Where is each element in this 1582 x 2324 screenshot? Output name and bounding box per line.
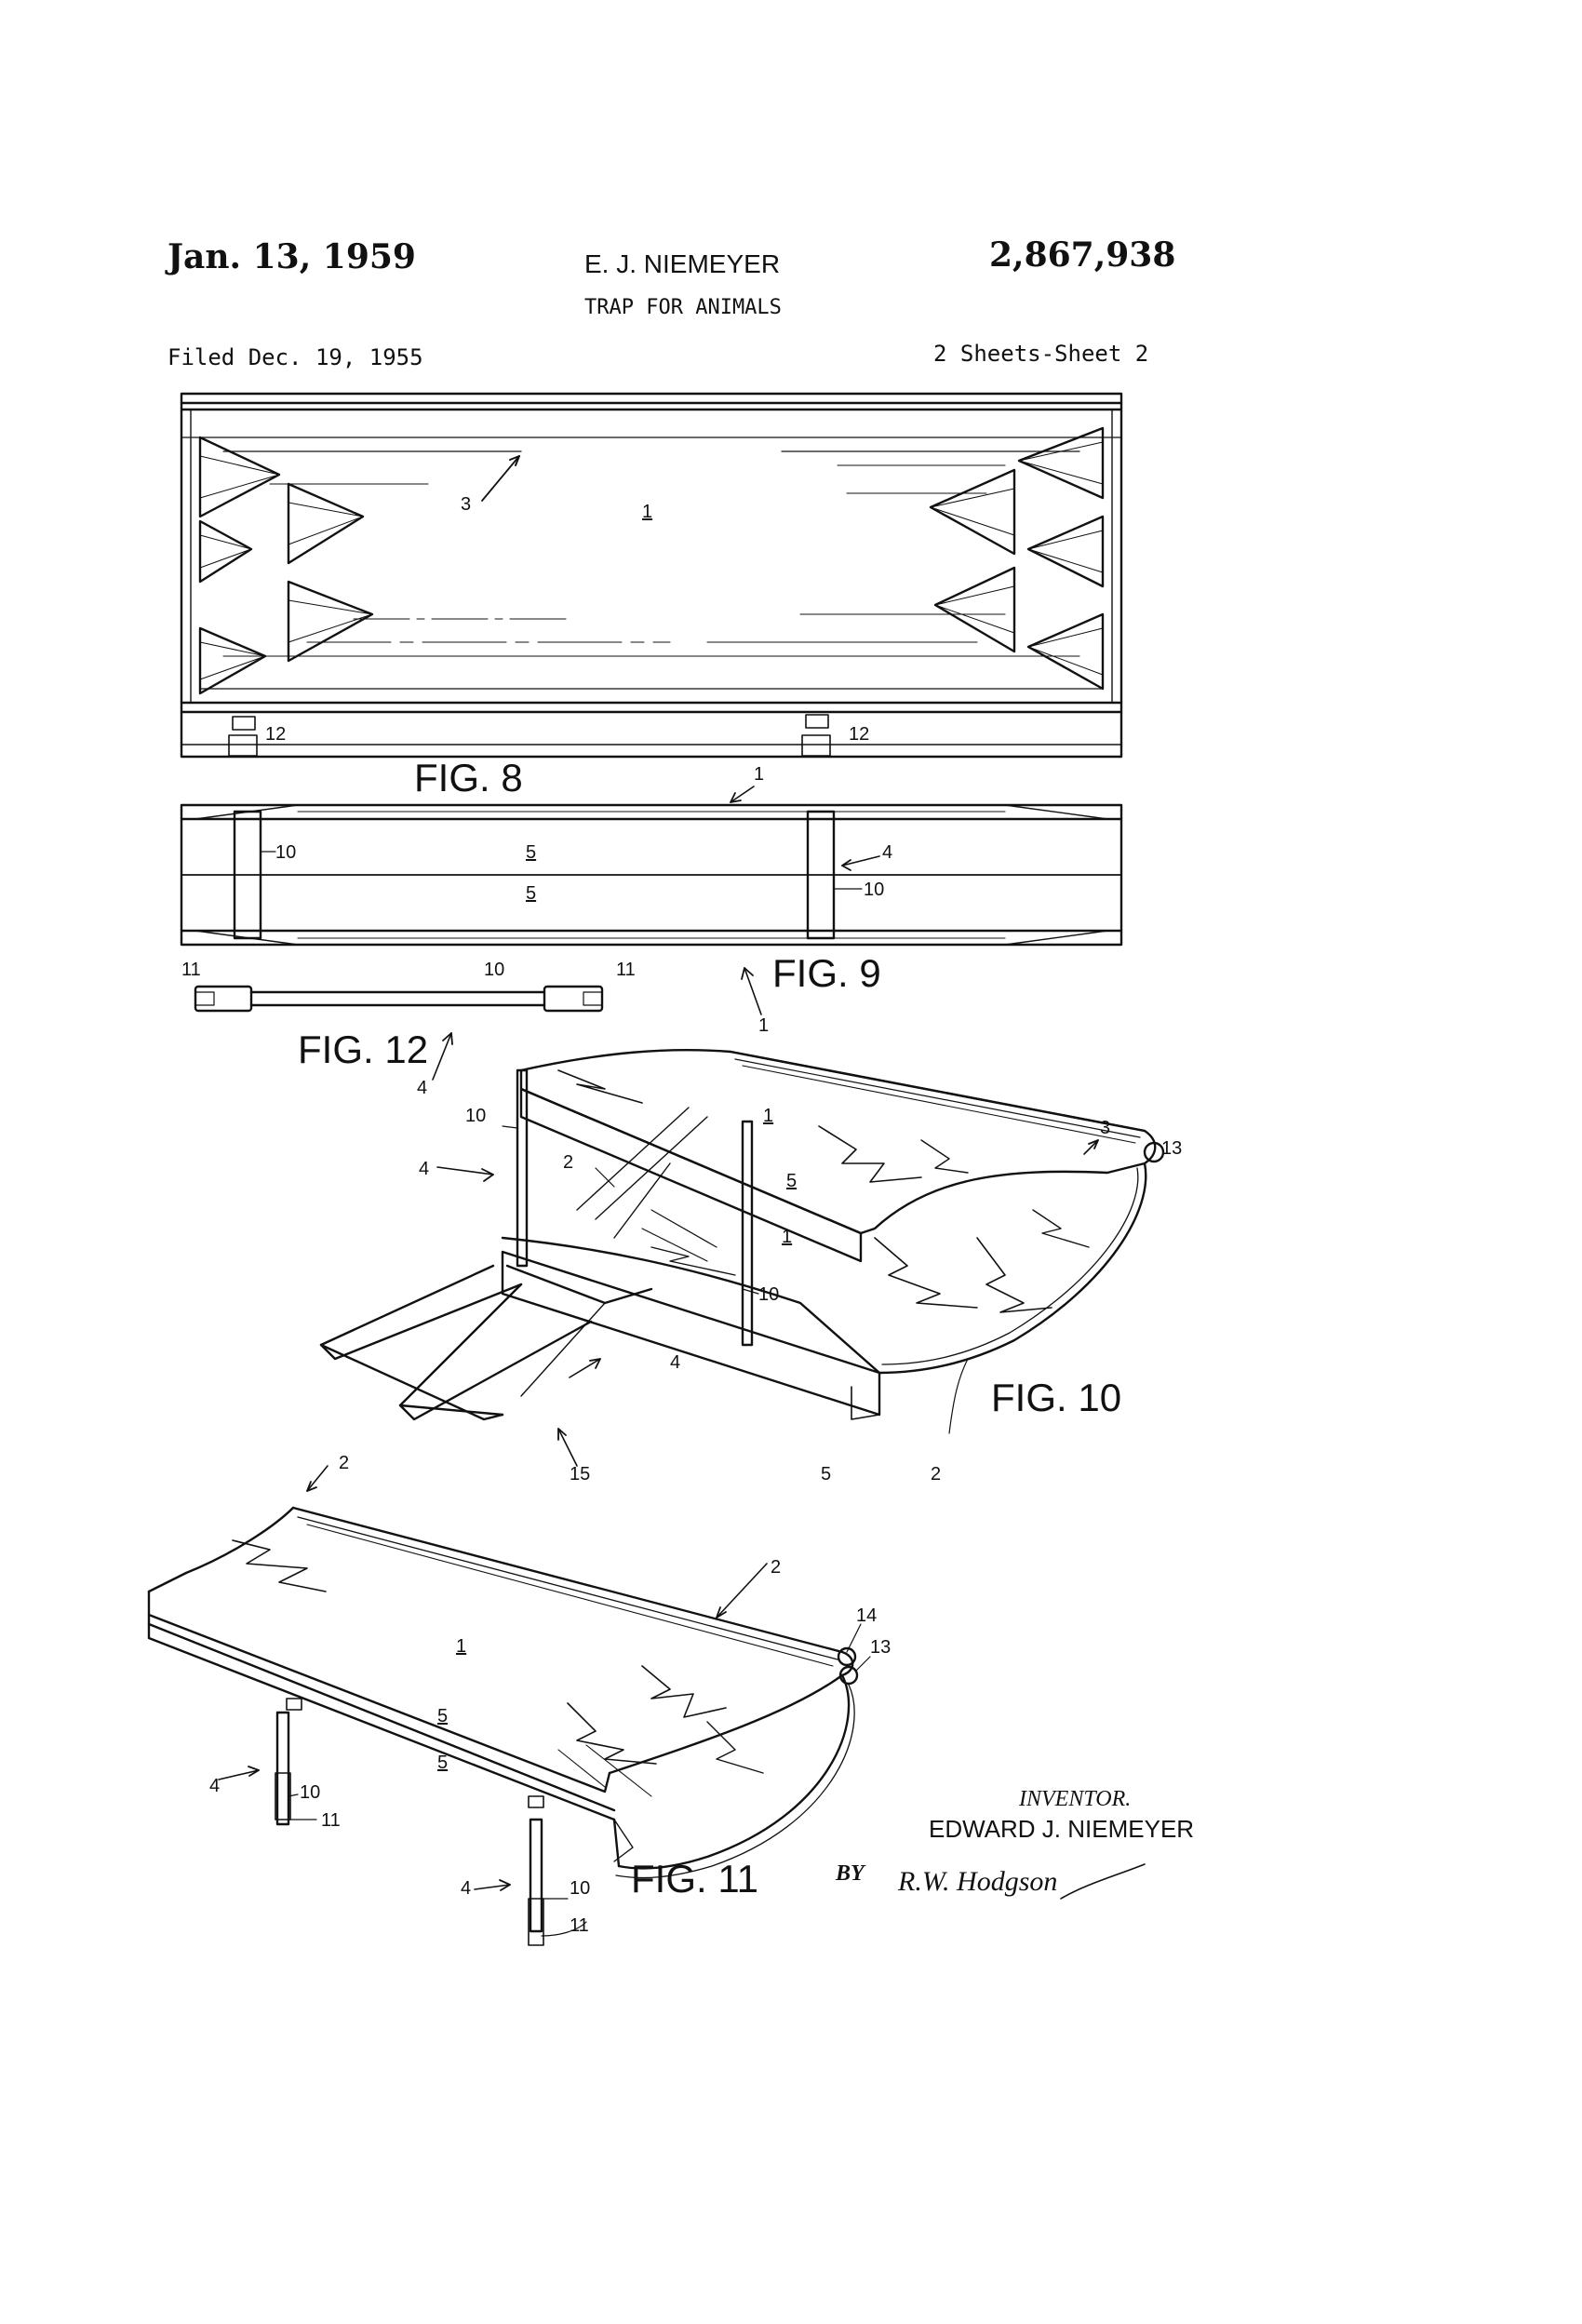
ref-10-fig9-left: 10 — [275, 842, 296, 863]
ref-11-fig12-left: 11 — [181, 960, 201, 980]
ref-10-fig10-bottom: 10 — [758, 1284, 779, 1305]
ref-4-fig11-left: 4 — [209, 1776, 220, 1796]
by-label: BY — [836, 1861, 865, 1886]
sheet-count: 2 Sheets-Sheet 2 — [933, 341, 1149, 367]
ref-1-fig10-upper: 1 — [763, 1106, 773, 1126]
ref-12-right: 12 — [849, 724, 869, 745]
ref-5-fig9-upper: 5 — [526, 842, 536, 863]
ref-11-fig11-left: 11 — [321, 1810, 341, 1831]
ref-10-fig12: 10 — [484, 960, 504, 980]
patent-number: 2,867,938 — [989, 235, 1176, 275]
patent-date: Jan. 13, 1959 — [168, 237, 416, 276]
ref-15: 15 — [570, 1464, 590, 1484]
figure-9-drawing — [180, 786, 1123, 947]
ref-14: 14 — [856, 1605, 877, 1626]
ref-5-fig11-upper: 5 — [437, 1706, 448, 1726]
ref-5-fig10-upper: 5 — [786, 1171, 797, 1191]
ref-4-fig11-bottom: 4 — [461, 1878, 471, 1899]
ref-10-fig10-top: 10 — [465, 1106, 486, 1126]
attorney-signature: R.W. Hodgson — [898, 1866, 1058, 1897]
ref-3-fig10: 3 — [1100, 1118, 1110, 1138]
ref-11-fig12-right: 11 — [616, 960, 636, 980]
ref-2-fig11-right: 2 — [771, 1557, 781, 1578]
ref-1-fig8: 1 — [642, 502, 652, 522]
ref-4-fig10-left: 4 — [419, 1159, 429, 1179]
ref-1-fig11: 1 — [456, 1636, 466, 1657]
fig-9-label: FIG. 9 — [772, 951, 881, 995]
patent-title: TRAP FOR ANIMALS — [584, 296, 782, 319]
ref-5-fig10-lower: 5 — [821, 1464, 831, 1484]
ref-12-left: 12 — [265, 724, 286, 745]
ref-2-fig10-bottom: 2 — [931, 1464, 941, 1484]
filed-date: Filed Dec. 19, 1955 — [168, 344, 423, 370]
ref-5-fig11-lower: 5 — [437, 1753, 448, 1773]
figure-8-drawing — [180, 392, 1123, 759]
ref-2-fig10-left: 2 — [563, 1152, 573, 1173]
ref-4-fig9: 4 — [882, 842, 892, 863]
fig-11-label: FIG. 11 — [631, 1857, 758, 1901]
ref-1-fig10-lower: 1 — [782, 1227, 792, 1247]
ref-5-fig9-lower: 5 — [526, 883, 536, 904]
ref-10-fig11-bottom: 10 — [570, 1878, 590, 1899]
figure-12-drawing — [194, 967, 762, 1081]
ref-1-fig9-top: 1 — [754, 764, 764, 785]
fig-10-label: FIG. 10 — [991, 1376, 1121, 1419]
ref-3-fig8: 3 — [461, 494, 471, 515]
signature-flourish — [1060, 1863, 1146, 1900]
ref-13-fig10: 13 — [1161, 1138, 1182, 1159]
ref-2-fig11-top: 2 — [339, 1453, 349, 1473]
ref-1-fig9-bottom: 1 — [758, 1015, 769, 1036]
figure-11-drawing — [147, 1465, 871, 1946]
figure-10-drawing — [319, 1049, 1165, 1467]
fig-12-label: FIG. 12 — [298, 1028, 428, 1071]
inventor-full-name: EDWARD J. NIEMEYER — [929, 1815, 1195, 1843]
ref-4-fig12: 4 — [417, 1078, 427, 1098]
ref-4-fig10-bottom: 4 — [670, 1352, 680, 1373]
inventor-name-header: E. J. NIEMEYER — [584, 249, 781, 278]
ref-13-fig11: 13 — [870, 1637, 891, 1658]
ref-10-fig9-right: 10 — [864, 880, 884, 900]
fig-8-label: FIG. 8 — [414, 756, 523, 799]
inventor-label: INVENTOR. — [1019, 1787, 1132, 1811]
ref-11-fig11-bottom: 11 — [570, 1915, 589, 1936]
ref-10-fig11-left: 10 — [300, 1782, 320, 1803]
